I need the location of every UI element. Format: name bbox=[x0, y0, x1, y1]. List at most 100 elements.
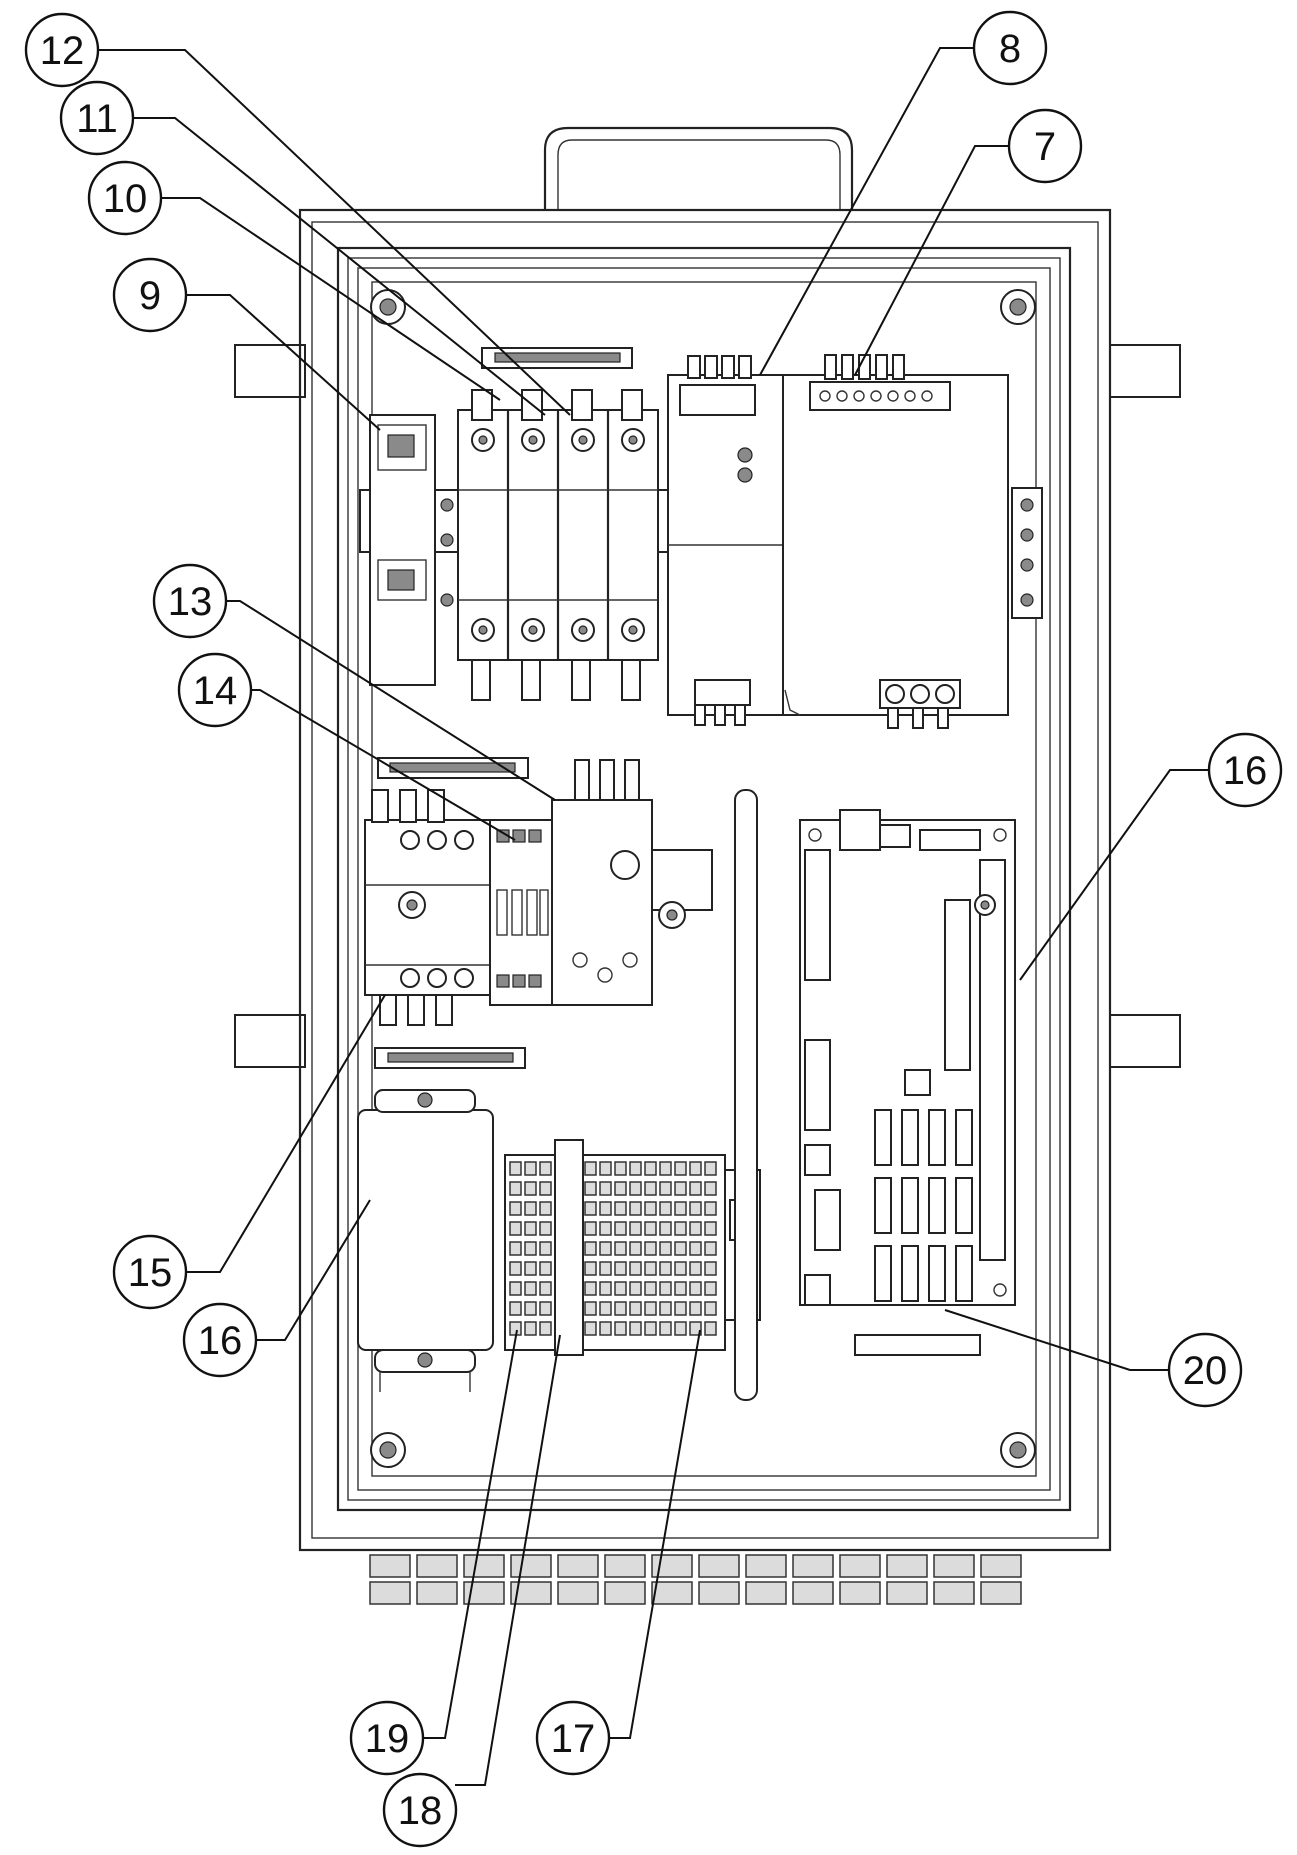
terminal-cell bbox=[524, 1201, 537, 1216]
terminal-cell bbox=[584, 1261, 597, 1276]
terminal-cell bbox=[524, 1241, 537, 1256]
terminal-cell bbox=[674, 1221, 687, 1236]
terminal-cell bbox=[539, 1161, 552, 1176]
cable-gland bbox=[604, 1554, 646, 1578]
terminal-cell bbox=[644, 1201, 657, 1216]
terminal-cell bbox=[509, 1161, 522, 1176]
callout-13: 13 bbox=[152, 563, 228, 639]
terminal-cell bbox=[614, 1161, 627, 1176]
terminal-cell bbox=[644, 1161, 657, 1176]
terminal-cell bbox=[524, 1161, 537, 1176]
terminal-cell bbox=[674, 1301, 687, 1316]
terminal-cell bbox=[524, 1221, 537, 1236]
terminal-cell bbox=[689, 1301, 702, 1316]
terminal-cell bbox=[629, 1161, 642, 1176]
contactor-bottom-label bbox=[374, 1047, 526, 1069]
terminal-cell bbox=[584, 1161, 597, 1176]
terminal-cell bbox=[674, 1241, 687, 1256]
relay bbox=[928, 1177, 946, 1234]
terminal-cell bbox=[644, 1181, 657, 1196]
terminal-cell bbox=[509, 1241, 522, 1256]
terminal-cell bbox=[674, 1181, 687, 1196]
terminal-cell bbox=[524, 1301, 537, 1316]
cable-gland bbox=[745, 1554, 787, 1578]
callout-12: 12 bbox=[24, 12, 100, 88]
line-filter bbox=[357, 1089, 494, 1392]
terminal-cell bbox=[674, 1281, 687, 1296]
terminal-cell bbox=[614, 1321, 627, 1336]
terminal-cell bbox=[614, 1301, 627, 1316]
terminal-cell bbox=[524, 1321, 537, 1336]
relay bbox=[901, 1245, 919, 1302]
terminal-cell bbox=[689, 1181, 702, 1196]
contactor-assembly bbox=[364, 759, 713, 1026]
terminal-cell bbox=[524, 1181, 537, 1196]
relay bbox=[955, 1109, 973, 1166]
terminal-cell bbox=[539, 1181, 552, 1196]
terminal-cell bbox=[689, 1221, 702, 1236]
cable-gland bbox=[933, 1554, 975, 1578]
terminal-cell bbox=[644, 1241, 657, 1256]
terminal-cell bbox=[584, 1181, 597, 1196]
terminal-cell bbox=[674, 1261, 687, 1276]
terminal-cell bbox=[584, 1221, 597, 1236]
relay bbox=[928, 1245, 946, 1302]
terminal-cell bbox=[509, 1201, 522, 1216]
terminal-cell bbox=[599, 1321, 612, 1336]
terminal-cell bbox=[674, 1161, 687, 1176]
terminal-cell bbox=[689, 1201, 702, 1216]
terminal-cell bbox=[659, 1301, 672, 1316]
relay bbox=[955, 1245, 973, 1302]
terminal-cell bbox=[599, 1281, 612, 1296]
terminal-cell bbox=[614, 1261, 627, 1276]
svg-text:10: 10 bbox=[103, 177, 148, 221]
terminal-cell bbox=[584, 1321, 597, 1336]
svg-text:18: 18 bbox=[398, 1789, 443, 1833]
relay bbox=[901, 1177, 919, 1234]
terminal-cell bbox=[629, 1321, 642, 1336]
terminal-cell bbox=[629, 1241, 642, 1256]
terminal-cell bbox=[689, 1261, 702, 1276]
terminal-cell bbox=[599, 1241, 612, 1256]
terminal-cell bbox=[509, 1301, 522, 1316]
callout-17: 17 bbox=[535, 1700, 611, 1776]
enclosure bbox=[298, 208, 1112, 1552]
svg-text:12: 12 bbox=[40, 29, 85, 73]
svg-text:7: 7 bbox=[1034, 125, 1056, 169]
terminal-cell bbox=[659, 1261, 672, 1276]
cable-gland bbox=[557, 1581, 599, 1605]
svg-text:16: 16 bbox=[198, 1319, 243, 1363]
cable-gland bbox=[416, 1581, 458, 1605]
cable-gland bbox=[651, 1581, 693, 1605]
relay bbox=[874, 1177, 892, 1234]
svg-text:15: 15 bbox=[128, 1251, 173, 1295]
callout-19: 19 bbox=[349, 1700, 425, 1776]
terminal-cell bbox=[644, 1261, 657, 1276]
terminal-cell bbox=[704, 1301, 717, 1316]
top-handle bbox=[543, 126, 854, 210]
terminal-cell bbox=[584, 1301, 597, 1316]
terminal-cell bbox=[539, 1321, 552, 1336]
callout-14: 14 bbox=[177, 652, 253, 728]
terminal-cell bbox=[704, 1161, 717, 1176]
terminal-cell bbox=[629, 1201, 642, 1216]
terminal-cell bbox=[704, 1221, 717, 1236]
terminal-cell bbox=[659, 1181, 672, 1196]
cable-gland bbox=[839, 1554, 881, 1578]
cable-gland bbox=[510, 1554, 552, 1578]
terminal-cell bbox=[659, 1201, 672, 1216]
svg-text:17: 17 bbox=[551, 1717, 596, 1761]
relay bbox=[955, 1177, 973, 1234]
terminal-cell bbox=[539, 1301, 552, 1316]
power-supply-large bbox=[782, 354, 1009, 729]
callout-9: 9 bbox=[112, 257, 188, 333]
cable-gland bbox=[510, 1581, 552, 1605]
corner-screws bbox=[370, 289, 1036, 1468]
terminal-cell bbox=[689, 1281, 702, 1296]
terminal-cell bbox=[599, 1221, 612, 1236]
terminal-cell bbox=[614, 1181, 627, 1196]
terminal-cell bbox=[629, 1221, 642, 1236]
terminal-cell bbox=[539, 1281, 552, 1296]
cable-glands bbox=[369, 1554, 1022, 1605]
